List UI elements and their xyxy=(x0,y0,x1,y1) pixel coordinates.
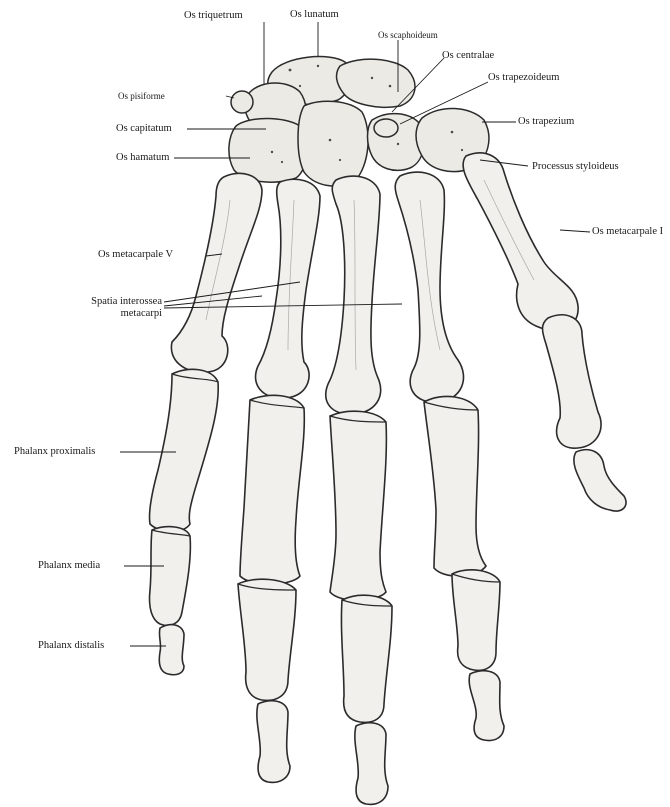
pisiforme-bone xyxy=(231,91,253,113)
finger-ii-phalanges xyxy=(424,396,504,740)
carpal-bones xyxy=(229,57,489,187)
centrale-bone xyxy=(374,119,398,137)
thumb-distal-phalanx xyxy=(574,450,626,511)
finger-v-phalanges xyxy=(149,369,218,674)
finger-iii-middle-phalanx xyxy=(341,595,392,722)
capitatum-bone xyxy=(298,101,368,186)
metacarpal-i-bone xyxy=(463,153,578,330)
thumb-proximal-phalanx xyxy=(543,315,602,448)
finger-iii-proximal-phalanx xyxy=(330,411,386,600)
metacarpal-iii-bone xyxy=(326,176,381,414)
finger-ii-distal-phalanx xyxy=(469,671,504,741)
finger-iii-phalanges xyxy=(330,411,392,804)
finger-ii-proximal-phalanx xyxy=(424,396,486,576)
finger-v-distal-phalanx xyxy=(159,625,184,675)
finger-iv-distal-phalanx xyxy=(257,701,290,783)
metacarpal-bones xyxy=(171,153,578,414)
thumb-phalanges xyxy=(543,315,627,511)
finger-iv-middle-phalanx xyxy=(238,579,296,700)
metacarpal-iv-bone xyxy=(256,179,320,398)
finger-v-middle-phalanx xyxy=(149,527,190,626)
finger-iii-distal-phalanx xyxy=(355,723,388,805)
finger-iv-proximal-phalanx xyxy=(240,395,304,584)
finger-v-proximal-phalanx xyxy=(149,369,218,531)
finger-ii-middle-phalanx xyxy=(452,570,500,671)
